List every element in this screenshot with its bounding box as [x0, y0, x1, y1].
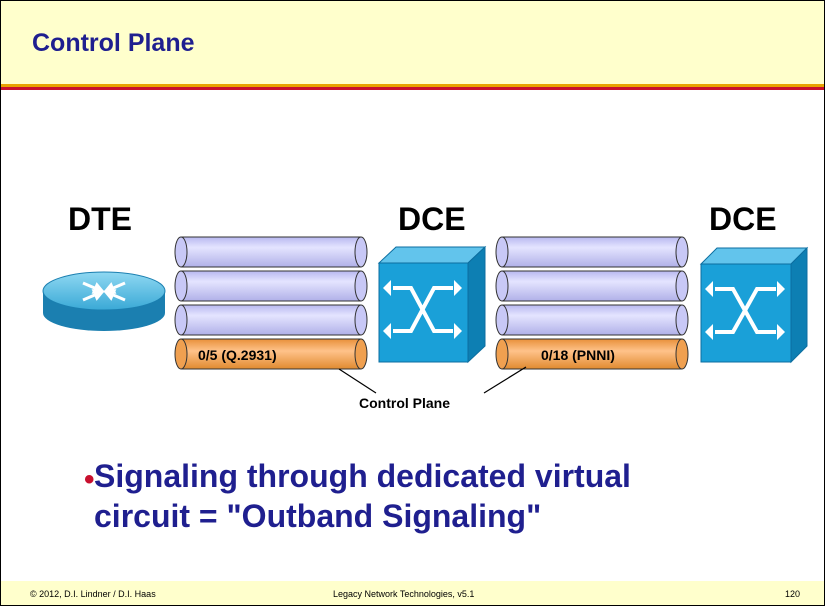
footer-page-number: 120: [785, 589, 801, 599]
virtual-circuit-tube: [174, 270, 368, 302]
title-rule-red: [1, 87, 824, 90]
dte-label: DTE: [68, 201, 132, 237]
footer-copyright: © 2012, D.I. Lindner / D.I. Haas: [30, 589, 156, 599]
control-plane-tube-left: 0/5 (Q.2931): [174, 338, 368, 370]
control-plane-tube-right: 0/18 (PNNI): [495, 338, 689, 370]
bullet-text: Signaling through dedicated virtual circ…: [94, 456, 631, 536]
atm-switch-icon: [699, 246, 809, 364]
vc-label-left: 0/5 (Q.2931): [198, 347, 277, 363]
virtual-circuit-tube: [495, 236, 689, 268]
router-icon: [42, 271, 166, 331]
virtual-circuit-tube: [174, 236, 368, 268]
atm-switch-icon: [377, 245, 487, 364]
slide-title: Control Plane: [32, 29, 195, 57]
footer-course: Legacy Network Technologies, v5.1: [333, 589, 475, 599]
title-bar: [1, 1, 824, 84]
bullet-line-2: circuit = "Outband Signaling": [94, 498, 542, 534]
control-plane-callout: Control Plane: [338, 366, 527, 411]
virtual-circuit-tube: [174, 304, 368, 336]
bullet-icon: •: [84, 463, 95, 496]
callout-label: Control Plane: [359, 395, 450, 411]
footer-bar: [1, 581, 824, 605]
vc-label-right: 0/18 (PNNI): [541, 347, 615, 363]
vc-bundle-right: 0/18 (PNNI): [495, 236, 689, 370]
vc-bundle-left: 0/5 (Q.2931): [174, 236, 368, 370]
dce-label-middle: DCE: [398, 201, 466, 237]
title-rule-orange: [1, 84, 824, 87]
virtual-circuit-tube: [495, 270, 689, 302]
virtual-circuit-tube: [495, 304, 689, 336]
dce-label-right: DCE: [709, 201, 777, 237]
bullet-line-1: Signaling through dedicated virtual: [94, 458, 631, 494]
